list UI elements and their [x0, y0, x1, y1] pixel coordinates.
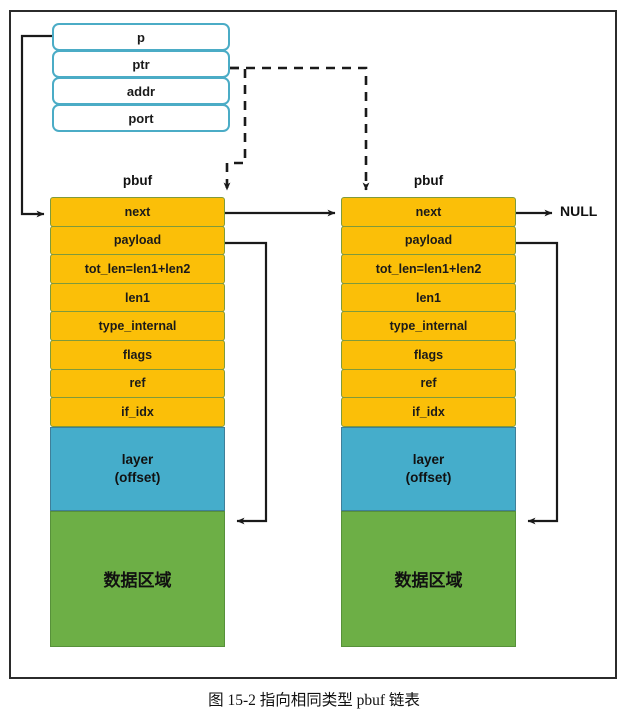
field-type-internal[interactable]: type_internal [341, 311, 516, 341]
data-area-box[interactable]: 数据区域 [50, 510, 225, 647]
field-flags[interactable]: flags [341, 339, 516, 370]
field-ref[interactable]: ref [341, 368, 516, 399]
pointer-row-addr[interactable]: addr [52, 77, 230, 105]
field-len1[interactable]: len1 [50, 282, 225, 313]
pbuf-title-right: pbuf [413, 173, 444, 188]
field-ref[interactable]: ref [50, 368, 225, 399]
data-area-label: 数据区域 [103, 571, 172, 591]
pointer-row-port[interactable]: port [52, 104, 230, 132]
field-next[interactable]: next [341, 197, 516, 227]
field-if-idx[interactable]: if_idx [341, 397, 516, 427]
layer-label-line2: (offset) [405, 469, 452, 485]
figure-caption: 图 15-2 指向相同类型 pbuf 链表 [208, 692, 420, 709]
field-type-internal[interactable]: type_internal [50, 311, 225, 341]
pbuf-block-right: pbuf next payload tot_len=len1+len2 len1… [341, 173, 516, 647]
field-payload[interactable]: payload [50, 225, 225, 256]
field-len1[interactable]: len1 [341, 282, 516, 313]
field-next[interactable]: next [50, 197, 225, 227]
layer-offset-box[interactable]: layer (offset) [341, 426, 516, 511]
field-payload[interactable]: payload [341, 225, 516, 256]
data-area-box[interactable]: 数据区域 [341, 510, 516, 647]
layer-offset-box[interactable]: layer (offset) [50, 426, 225, 511]
pointer-row-ptr[interactable]: ptr [52, 50, 230, 78]
pointer-struct: p ptr addr port [52, 23, 230, 132]
pbuf-block-left: pbuf next payload tot_len=len1+len2 len1… [50, 173, 225, 647]
field-tot-len[interactable]: tot_len=len1+len2 [341, 254, 516, 284]
layer-label-line1: layer [121, 451, 154, 467]
data-area-label: 数据区域 [394, 571, 463, 591]
layer-label-line1: layer [412, 451, 445, 467]
field-flags[interactable]: flags [50, 339, 225, 370]
layer-label-line2: (offset) [114, 469, 161, 485]
null-label: NULL [560, 203, 598, 219]
pointer-row-p[interactable]: p [52, 23, 230, 51]
field-tot-len[interactable]: tot_len=len1+len2 [50, 254, 225, 284]
field-if-idx[interactable]: if_idx [50, 397, 225, 427]
pbuf-title-left: pbuf [122, 173, 153, 188]
